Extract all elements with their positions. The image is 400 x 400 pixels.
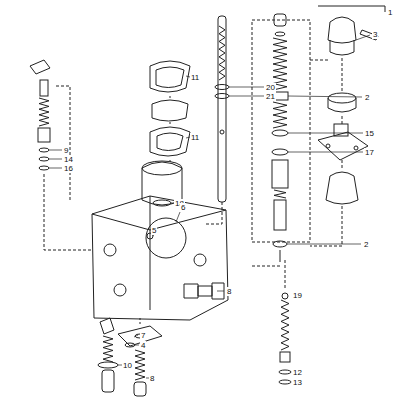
dashed-group	[252, 20, 310, 242]
callout-number: 7	[140, 331, 146, 340]
spool-segment	[274, 200, 286, 230]
gasket	[150, 61, 190, 92]
seal-body	[328, 98, 356, 112]
spring-coil	[281, 300, 289, 350]
spool-cap	[274, 14, 286, 26]
spool-stem	[280, 250, 281, 262]
leader-lines	[49, 35, 370, 378]
callout-number: 13	[292, 378, 303, 387]
gasket	[152, 100, 188, 121]
o-ring	[215, 85, 229, 90]
callout-number: 14	[63, 155, 74, 164]
valve-body	[92, 196, 228, 320]
o-ring	[215, 94, 229, 99]
callout-number: 12	[292, 368, 303, 377]
port	[114, 284, 126, 296]
spool-segment	[272, 160, 288, 188]
spring-coil	[219, 26, 225, 80]
callout-number: 10	[122, 361, 133, 370]
o-ring	[279, 380, 291, 384]
fitting	[184, 283, 224, 299]
center-line	[140, 318, 141, 326]
seal-ring	[328, 93, 356, 103]
port	[104, 244, 116, 256]
o-ring	[272, 149, 288, 155]
gasket	[150, 127, 190, 156]
cap-part	[330, 40, 354, 55]
callout-number: 15	[364, 129, 375, 138]
callout-number: 3	[372, 30, 378, 39]
o-ring	[273, 241, 287, 247]
callout-number: 2	[363, 240, 369, 249]
gasket-inner	[156, 67, 184, 88]
callout-number: 1	[387, 8, 393, 17]
springs	[39, 26, 289, 380]
flange-boss	[334, 124, 348, 136]
spring-coil	[103, 336, 113, 362]
spring-coil	[135, 350, 145, 380]
spool-hole	[220, 130, 224, 134]
o-ring	[125, 343, 135, 347]
callout-number: 2	[364, 93, 370, 102]
plug-head	[30, 60, 50, 74]
center-line	[170, 96, 171, 164]
callout-number: 8	[149, 374, 155, 383]
boss-top	[142, 161, 182, 175]
spring-coil	[39, 98, 49, 126]
plug	[102, 370, 114, 392]
plug	[280, 352, 290, 362]
callout-number: 11	[190, 133, 200, 142]
callout-number: 20	[265, 83, 276, 92]
seat	[38, 128, 50, 142]
o-ring	[39, 157, 49, 161]
o-ring	[279, 370, 291, 374]
main-spool	[218, 16, 226, 202]
callout-number: 6	[180, 203, 186, 212]
callout-number: 16	[63, 164, 74, 173]
o-ring	[153, 200, 171, 206]
center-line	[56, 86, 70, 200]
assembly-bracket	[318, 6, 385, 12]
spring-coil	[274, 190, 286, 198]
bolt-hole	[354, 146, 358, 150]
ball	[282, 293, 288, 299]
body-edge	[92, 196, 226, 310]
center-line	[310, 206, 342, 246]
o-ring	[98, 362, 118, 368]
o-ring	[275, 32, 285, 36]
o-ring	[39, 166, 49, 170]
callout-number: 21	[265, 92, 276, 101]
callout-number: 17	[364, 148, 375, 157]
plug	[134, 382, 146, 396]
o-ring-large	[146, 218, 186, 258]
gasket-inner	[157, 133, 183, 151]
center-line	[342, 58, 343, 170]
cap-part	[328, 17, 356, 43]
callout-number: 4	[140, 341, 146, 350]
port	[194, 254, 206, 266]
callout-number: 9	[63, 146, 69, 155]
bolt-hole	[326, 144, 330, 148]
callout-number: 19	[292, 291, 303, 300]
seal-ring	[272, 130, 288, 136]
poppet	[40, 80, 48, 96]
callout-number: 11	[190, 73, 200, 82]
leader-dash	[310, 60, 330, 61]
callout-number: 8	[226, 287, 232, 296]
center-line	[250, 260, 285, 290]
cylinder-cap	[326, 172, 358, 204]
adapter	[100, 318, 114, 334]
o-ring	[39, 148, 49, 152]
callout-number: 5	[151, 226, 157, 235]
center-line	[44, 174, 92, 250]
spring-coil	[273, 102, 287, 128]
